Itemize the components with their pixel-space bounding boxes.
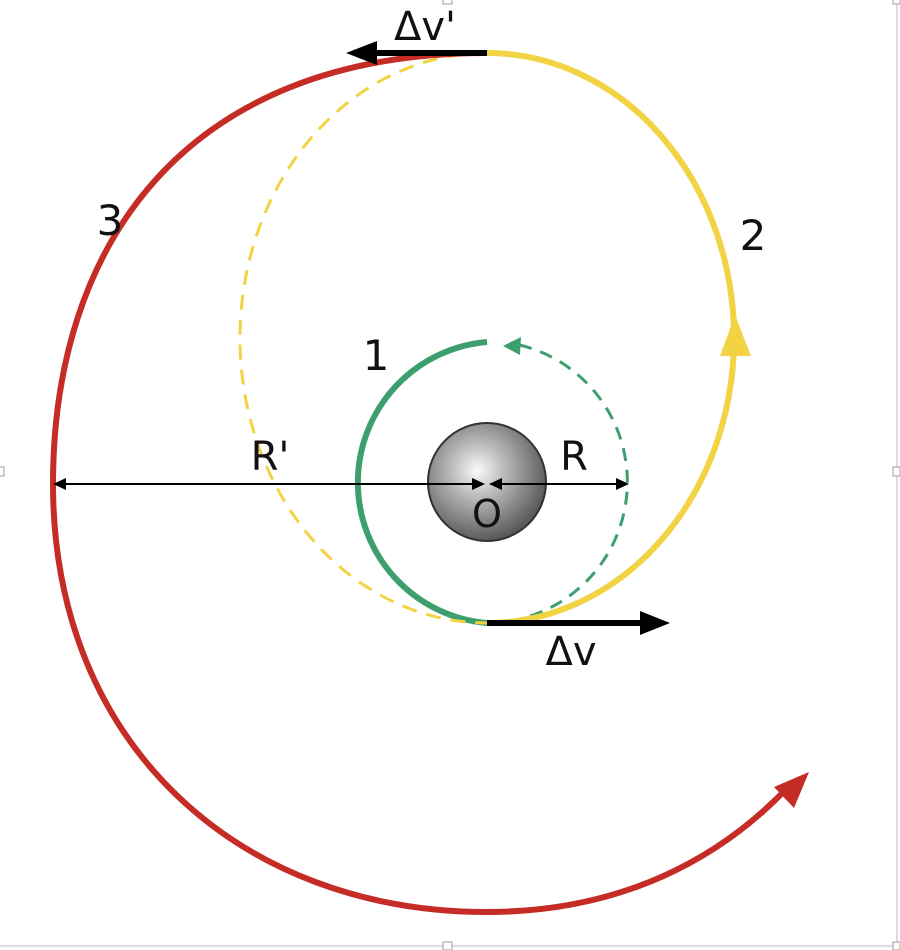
radius-r-arrow xyxy=(489,478,629,490)
resize-handle-bottom[interactable] xyxy=(442,941,453,950)
delta-v-prime-arrow xyxy=(346,41,487,65)
orbit-2-solid xyxy=(486,50,737,626)
resize-handle-top-right[interactable] xyxy=(892,0,900,5)
resize-handle-left[interactable] xyxy=(0,466,5,477)
resize-handle-right[interactable] xyxy=(892,466,900,477)
delta-v-label: Δv xyxy=(545,629,596,675)
orbit-2-dashed xyxy=(238,51,488,625)
resize-handle-top[interactable] xyxy=(442,0,453,5)
orbit-1-arrowhead xyxy=(503,337,521,355)
orbit-1-solid xyxy=(354,339,488,626)
center-o-label: O xyxy=(472,492,502,536)
radius-r-prime-label: R' xyxy=(251,434,290,480)
orbit-3-label: 3 xyxy=(97,196,124,245)
central-body xyxy=(427,422,547,542)
delta-v-arrow xyxy=(487,611,670,635)
orbit-2-label: 2 xyxy=(740,211,767,260)
radius-r-prime-arrow xyxy=(53,478,485,490)
orbit-3-arrowhead xyxy=(774,772,809,808)
resize-handle-bottom-right[interactable] xyxy=(892,941,900,950)
radius-r-label: R xyxy=(560,434,588,480)
orbit-2-arrowhead xyxy=(720,315,751,356)
orbit-1-dashed xyxy=(486,341,629,625)
orbit-3-solid xyxy=(49,50,793,916)
orbit-1-label: 1 xyxy=(363,331,390,380)
delta-v-prime-label: Δv' xyxy=(394,4,456,50)
